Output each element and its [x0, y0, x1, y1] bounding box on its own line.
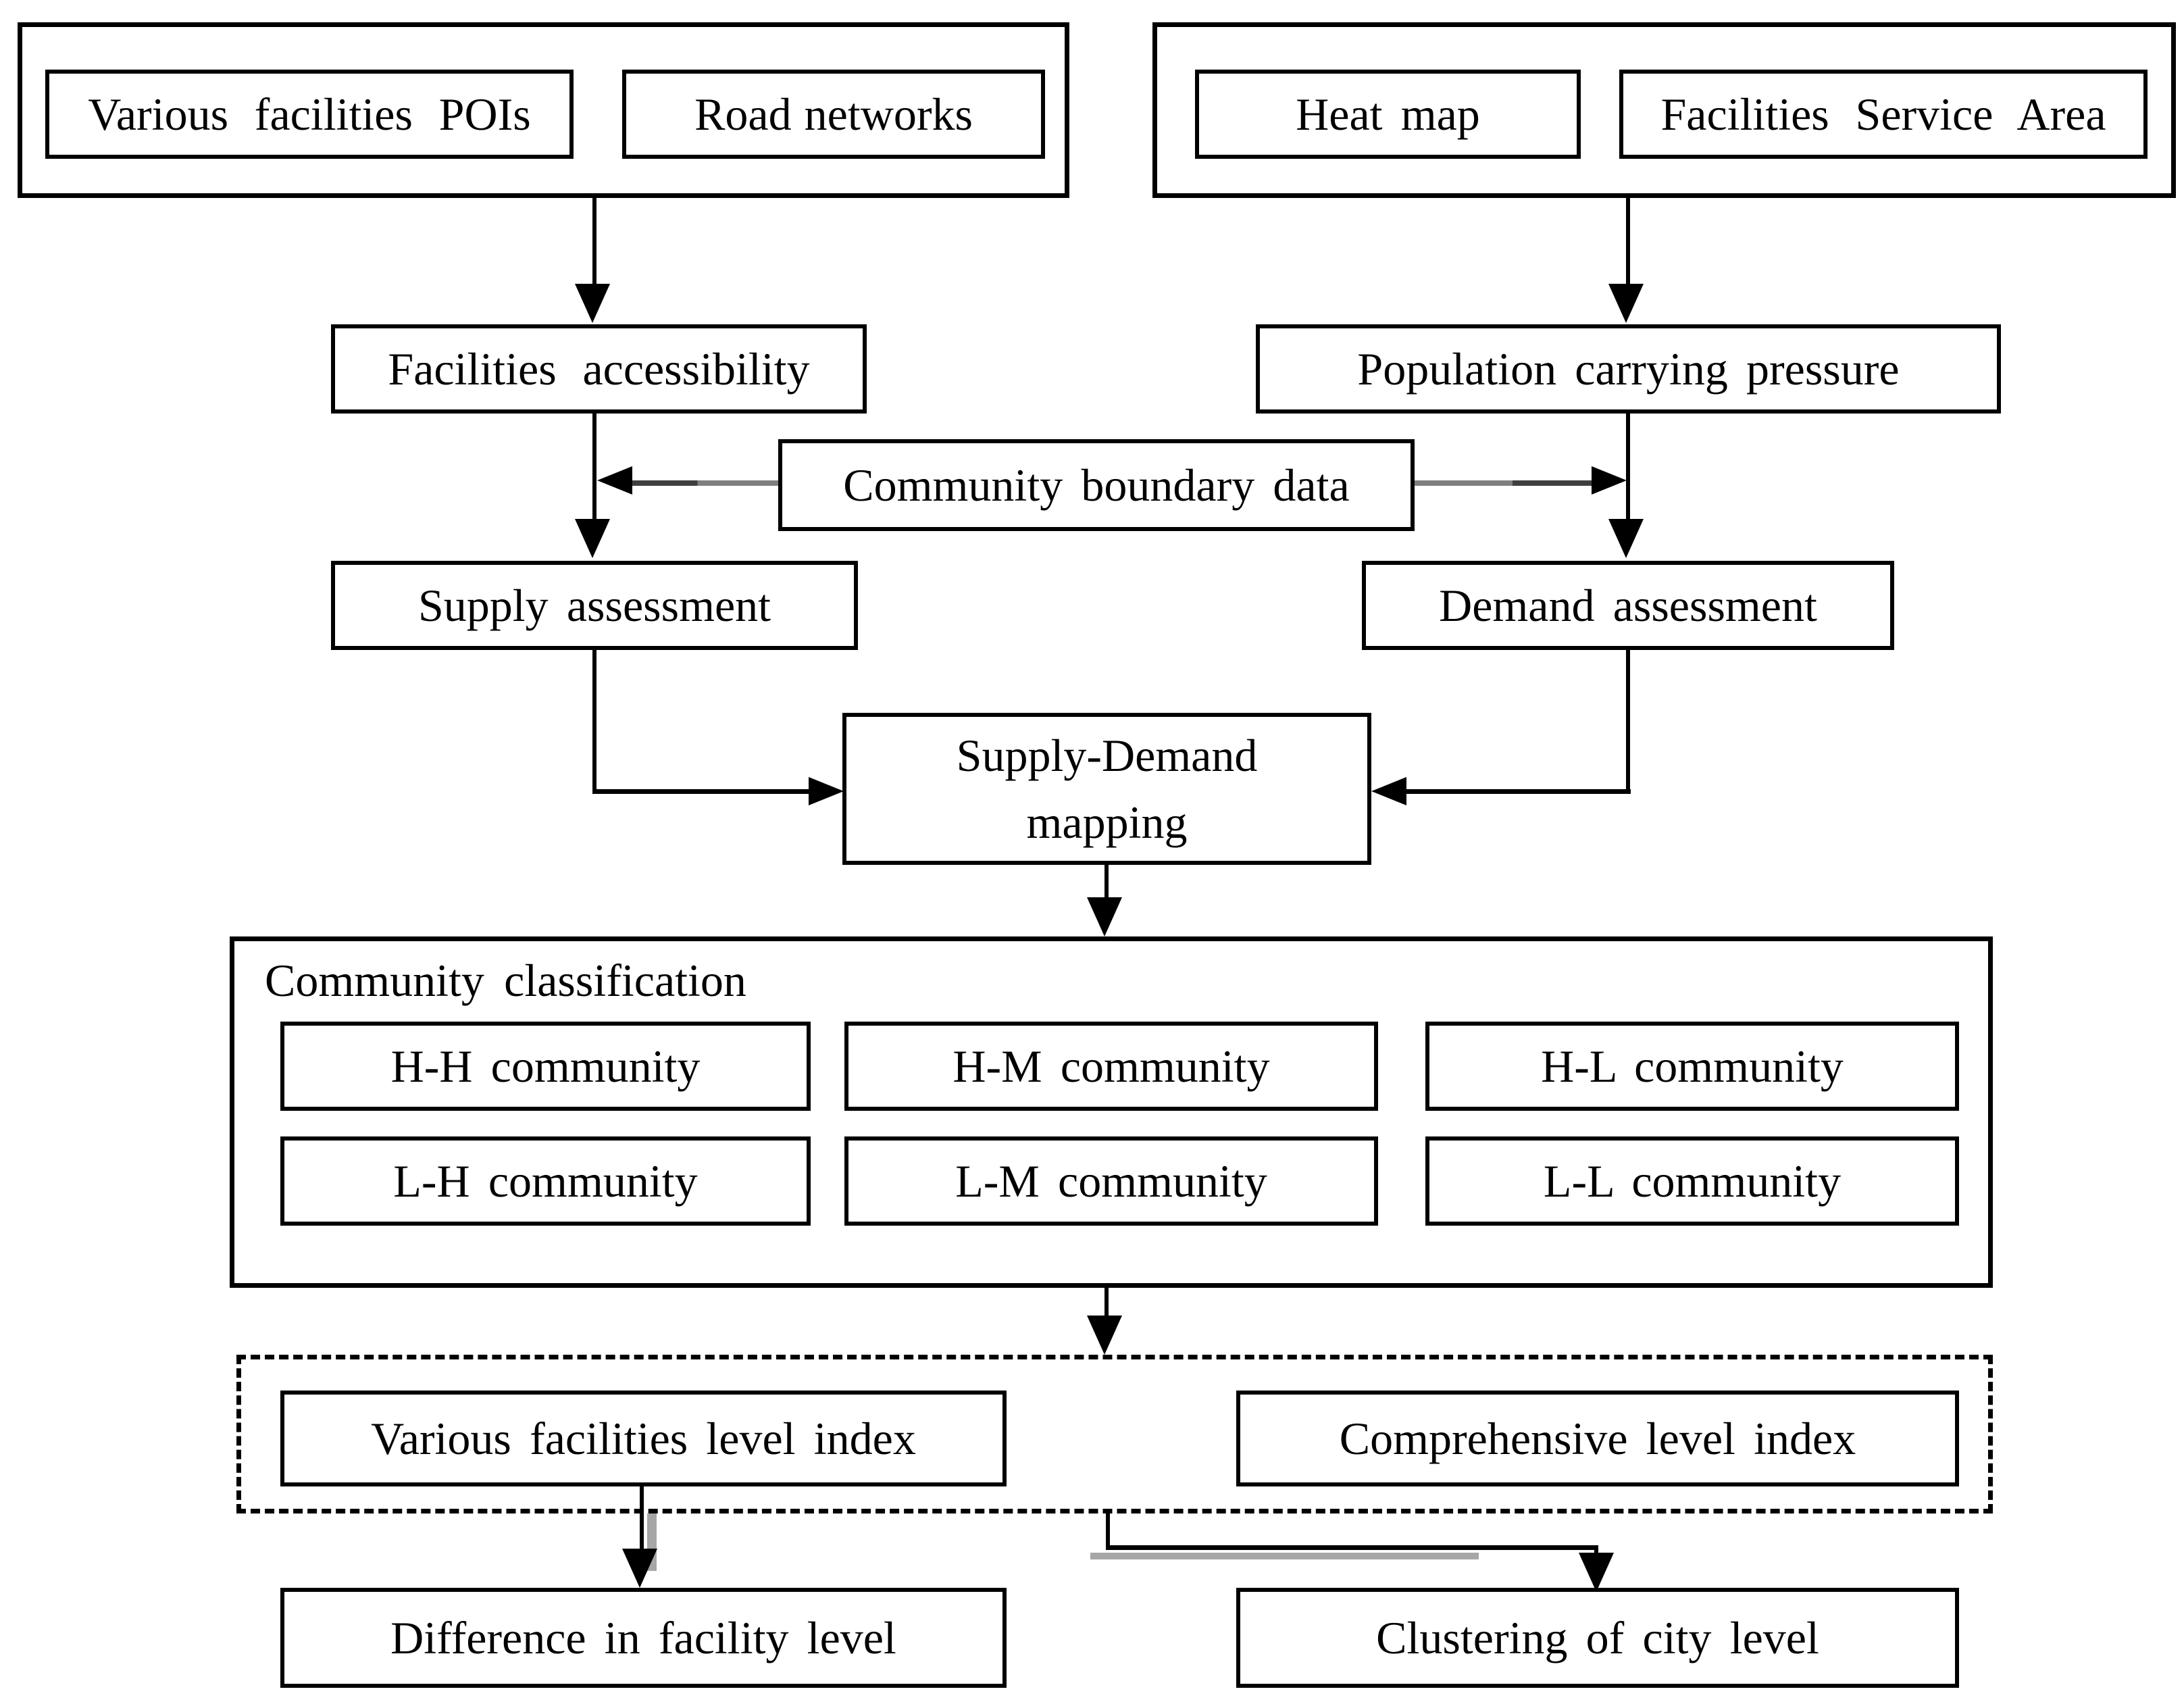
- connector-supply-to-mapping-vline: [592, 650, 596, 791]
- connector-right-sources-to-pressure: [1626, 198, 1630, 286]
- arrowhead-down-icon: [1608, 519, 1644, 558]
- arrowhead-right-icon: [809, 777, 844, 805]
- arrowhead-down-icon: [575, 519, 610, 558]
- arrowhead-down-icon: [1579, 1553, 1614, 1592]
- node-road-networks: Road networks: [622, 70, 1045, 159]
- connector-mapping-to-classification: [1104, 865, 1109, 900]
- arrowhead-right-icon: [1592, 466, 1627, 495]
- connector-supply-to-mapping-hline: [592, 789, 809, 794]
- node-hl-community: H-L community: [1425, 1022, 1959, 1111]
- arrowhead-down-icon: [1087, 1316, 1122, 1355]
- community-classification-group-label: Community classification: [265, 955, 746, 1006]
- connector-index-to-clustering-vline2: [1594, 1545, 1598, 1556]
- mapping-label-line1: Supply-Demand: [956, 729, 1258, 781]
- node-population-carrying-pressure: Population carrying pressure: [1256, 324, 2001, 414]
- arrowhead-left-icon: [597, 466, 632, 495]
- node-various-facilities-pois: Various facilities POIs: [45, 70, 574, 159]
- arrow-shadow: [1090, 1553, 1479, 1559]
- arrowhead-down-icon: [1087, 897, 1122, 936]
- node-difference-in-facility-level: Difference in facility level: [280, 1588, 1007, 1688]
- node-lh-community: L-H community: [280, 1136, 811, 1226]
- arrowhead-down-icon: [575, 284, 610, 323]
- node-supply-demand-mapping: Supply-Demand mapping: [842, 713, 1371, 865]
- node-various-facilities-level-index: Various facilities level index: [280, 1391, 1007, 1486]
- node-clustering-of-city-level: Clustering of city level: [1236, 1588, 1959, 1688]
- connector-index-to-difference: [640, 1486, 644, 1551]
- connector-demand-to-mapping-vline: [1626, 650, 1630, 791]
- node-demand-assessment: Demand assessment: [1362, 561, 1894, 650]
- connector-index-to-clustering-vline: [1106, 1513, 1110, 1550]
- node-heat-map: Heat map: [1195, 70, 1581, 159]
- arrowhead-down-icon: [1608, 284, 1644, 323]
- connector-demand-to-mapping-hline: [1406, 789, 1631, 794]
- connector-left-sources-to-accessibility: [592, 198, 596, 286]
- connector-pressure-to-demand: [1626, 414, 1630, 522]
- node-comprehensive-level-index: Comprehensive level index: [1236, 1391, 1959, 1486]
- connector-boundary-to-supply-line: [632, 480, 778, 486]
- node-ll-community: L-L community: [1425, 1136, 1959, 1226]
- group-community-classification: [230, 936, 1993, 1288]
- node-supply-assessment: Supply assessment: [331, 561, 858, 650]
- arrowhead-left-icon: [1371, 777, 1406, 805]
- node-hm-community: H-M community: [844, 1022, 1378, 1111]
- node-hh-community: H-H community: [280, 1022, 811, 1111]
- connector-boundary-to-demand-line: [1415, 480, 1593, 486]
- node-facilities-service-area: Facilities Service Area: [1619, 70, 2148, 159]
- arrowhead-down-icon: [622, 1549, 657, 1588]
- connector-classification-to-index: [1104, 1288, 1109, 1318]
- node-community-boundary-data: Community boundary data: [778, 439, 1415, 531]
- connector-index-to-clustering-hline: [1106, 1545, 1598, 1550]
- node-lm-community: L-M community: [844, 1136, 1378, 1226]
- connector-accessibility-to-supply: [592, 414, 596, 522]
- mapping-label-line2: mapping: [1026, 796, 1188, 848]
- node-facilities-accessibility: Facilities accessibility: [331, 324, 867, 414]
